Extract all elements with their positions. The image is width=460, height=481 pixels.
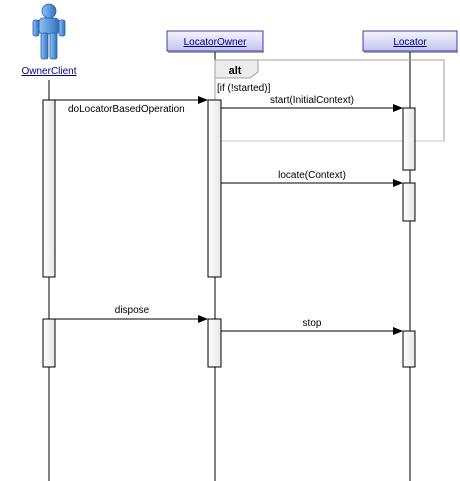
locator-label: Locator (393, 37, 427, 48)
arrowhead-icon (198, 96, 208, 104)
activation-owner-2 (207, 318, 222, 368)
activation-owner-1 (207, 99, 222, 278)
arrowhead-icon (393, 327, 403, 335)
arrowhead-icon (393, 179, 403, 187)
arrowhead-icon (198, 315, 208, 323)
message-label: dispose (115, 305, 150, 316)
actor-stick-figure-icon (32, 3, 66, 60)
alt-guard-label: [if (!started)] (217, 83, 271, 94)
activation-locator-2 (402, 182, 416, 222)
activation-client-2 (42, 318, 56, 368)
activation-client-1 (42, 99, 56, 278)
message-label: stop (303, 318, 322, 329)
activation-locator-1 (402, 107, 416, 171)
owner-client-label: OwnerClient (21, 66, 76, 77)
activation-locator-3 (402, 330, 416, 368)
arrowhead-icon (393, 104, 403, 112)
participant-locator[interactable]: Locator (362, 30, 458, 53)
message-locate-context[interactable]: locate(Context) (221, 170, 403, 187)
alt-operator-label: alt (229, 65, 242, 77)
message-label: doLocatorBasedOperation (68, 104, 185, 115)
message-label: locate(Context) (278, 170, 346, 181)
message-stop[interactable]: stop (221, 318, 403, 335)
message-dispose[interactable]: dispose (55, 305, 208, 323)
message-do-locator-based-operation[interactable]: doLocatorBasedOperation (55, 96, 208, 115)
message-start-initial-context[interactable]: start(InitialContext) (221, 95, 403, 112)
participant-locator-owner[interactable]: LocatorOwner (166, 30, 264, 53)
locator-owner-label: LocatorOwner (184, 37, 247, 48)
actor-owner-client[interactable]: OwnerClient (21, 3, 77, 77)
message-label: start(InitialContext) (270, 95, 354, 106)
